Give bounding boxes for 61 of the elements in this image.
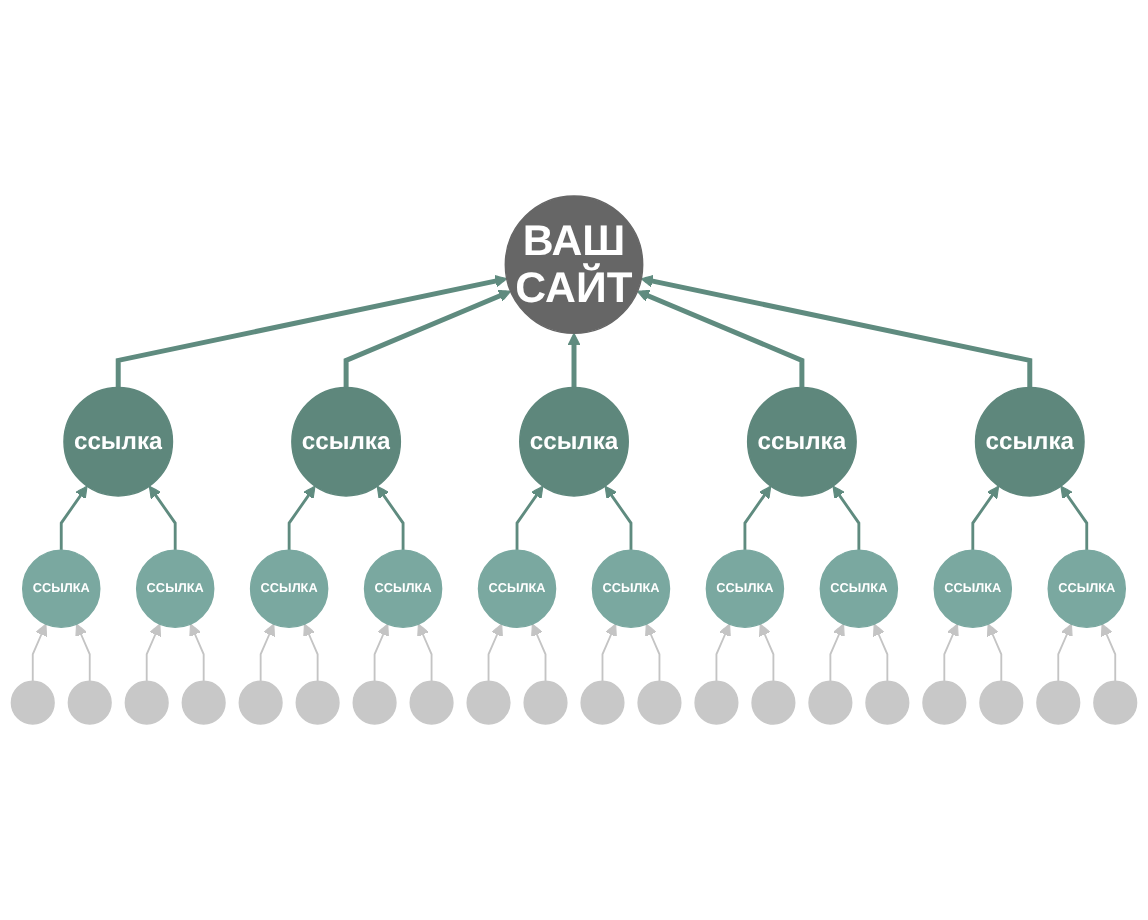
node-circle [865,680,910,725]
arrow [31,623,48,683]
node-circle: ссылка [974,386,1085,497]
node-circle [409,680,454,725]
arrow [531,623,547,683]
node-circle [922,680,967,725]
arrow [303,623,319,683]
arrow [832,485,861,551]
arrow [189,623,205,683]
arrow [759,623,775,683]
node-circle: ссылка [63,386,174,497]
arrow [148,485,177,551]
node-circle: ссылка [746,386,857,497]
arrow [1100,623,1117,683]
arrow [115,274,508,388]
arrow [604,485,633,551]
arrow [376,485,405,551]
node-circle [808,680,853,725]
node-circle [1093,680,1138,725]
arrow [872,623,889,683]
arrow [373,623,389,683]
node-circle [466,680,511,725]
arrow [986,623,1003,683]
node-circle [181,680,226,725]
arrow [943,623,959,683]
node-circle: ссылка [291,386,402,497]
arrow [75,623,91,683]
node-circle [10,680,55,725]
arrow [59,485,88,551]
node-circle [580,680,625,725]
arrow [343,289,512,388]
node-circle [694,680,739,725]
arrow [636,289,805,388]
arrow [743,485,772,551]
arrow [145,623,162,683]
node-circle: ВАШ САЙТ [504,195,644,335]
node-circle [295,680,340,725]
arrow [287,485,316,551]
node-circle [67,680,112,725]
node-circle [238,680,283,725]
node-circle [979,680,1024,725]
arrow [829,623,845,683]
arrow [971,485,1000,551]
arrow [487,623,503,683]
node-circle [751,680,796,725]
node-circle [637,680,682,725]
arrow [715,623,731,683]
arrow [1057,623,1073,683]
node-circle [124,680,169,725]
arrow [1060,485,1089,551]
arrow [417,623,433,683]
arrow [515,485,544,551]
arrow [601,623,617,683]
arrow [259,623,276,683]
node-circle [523,680,568,725]
arrow [645,623,661,683]
node-circle [352,680,397,725]
arrow [640,274,1033,388]
arrow [567,332,581,388]
node-circle: ссылка [519,386,629,497]
node-circle [1036,680,1081,725]
